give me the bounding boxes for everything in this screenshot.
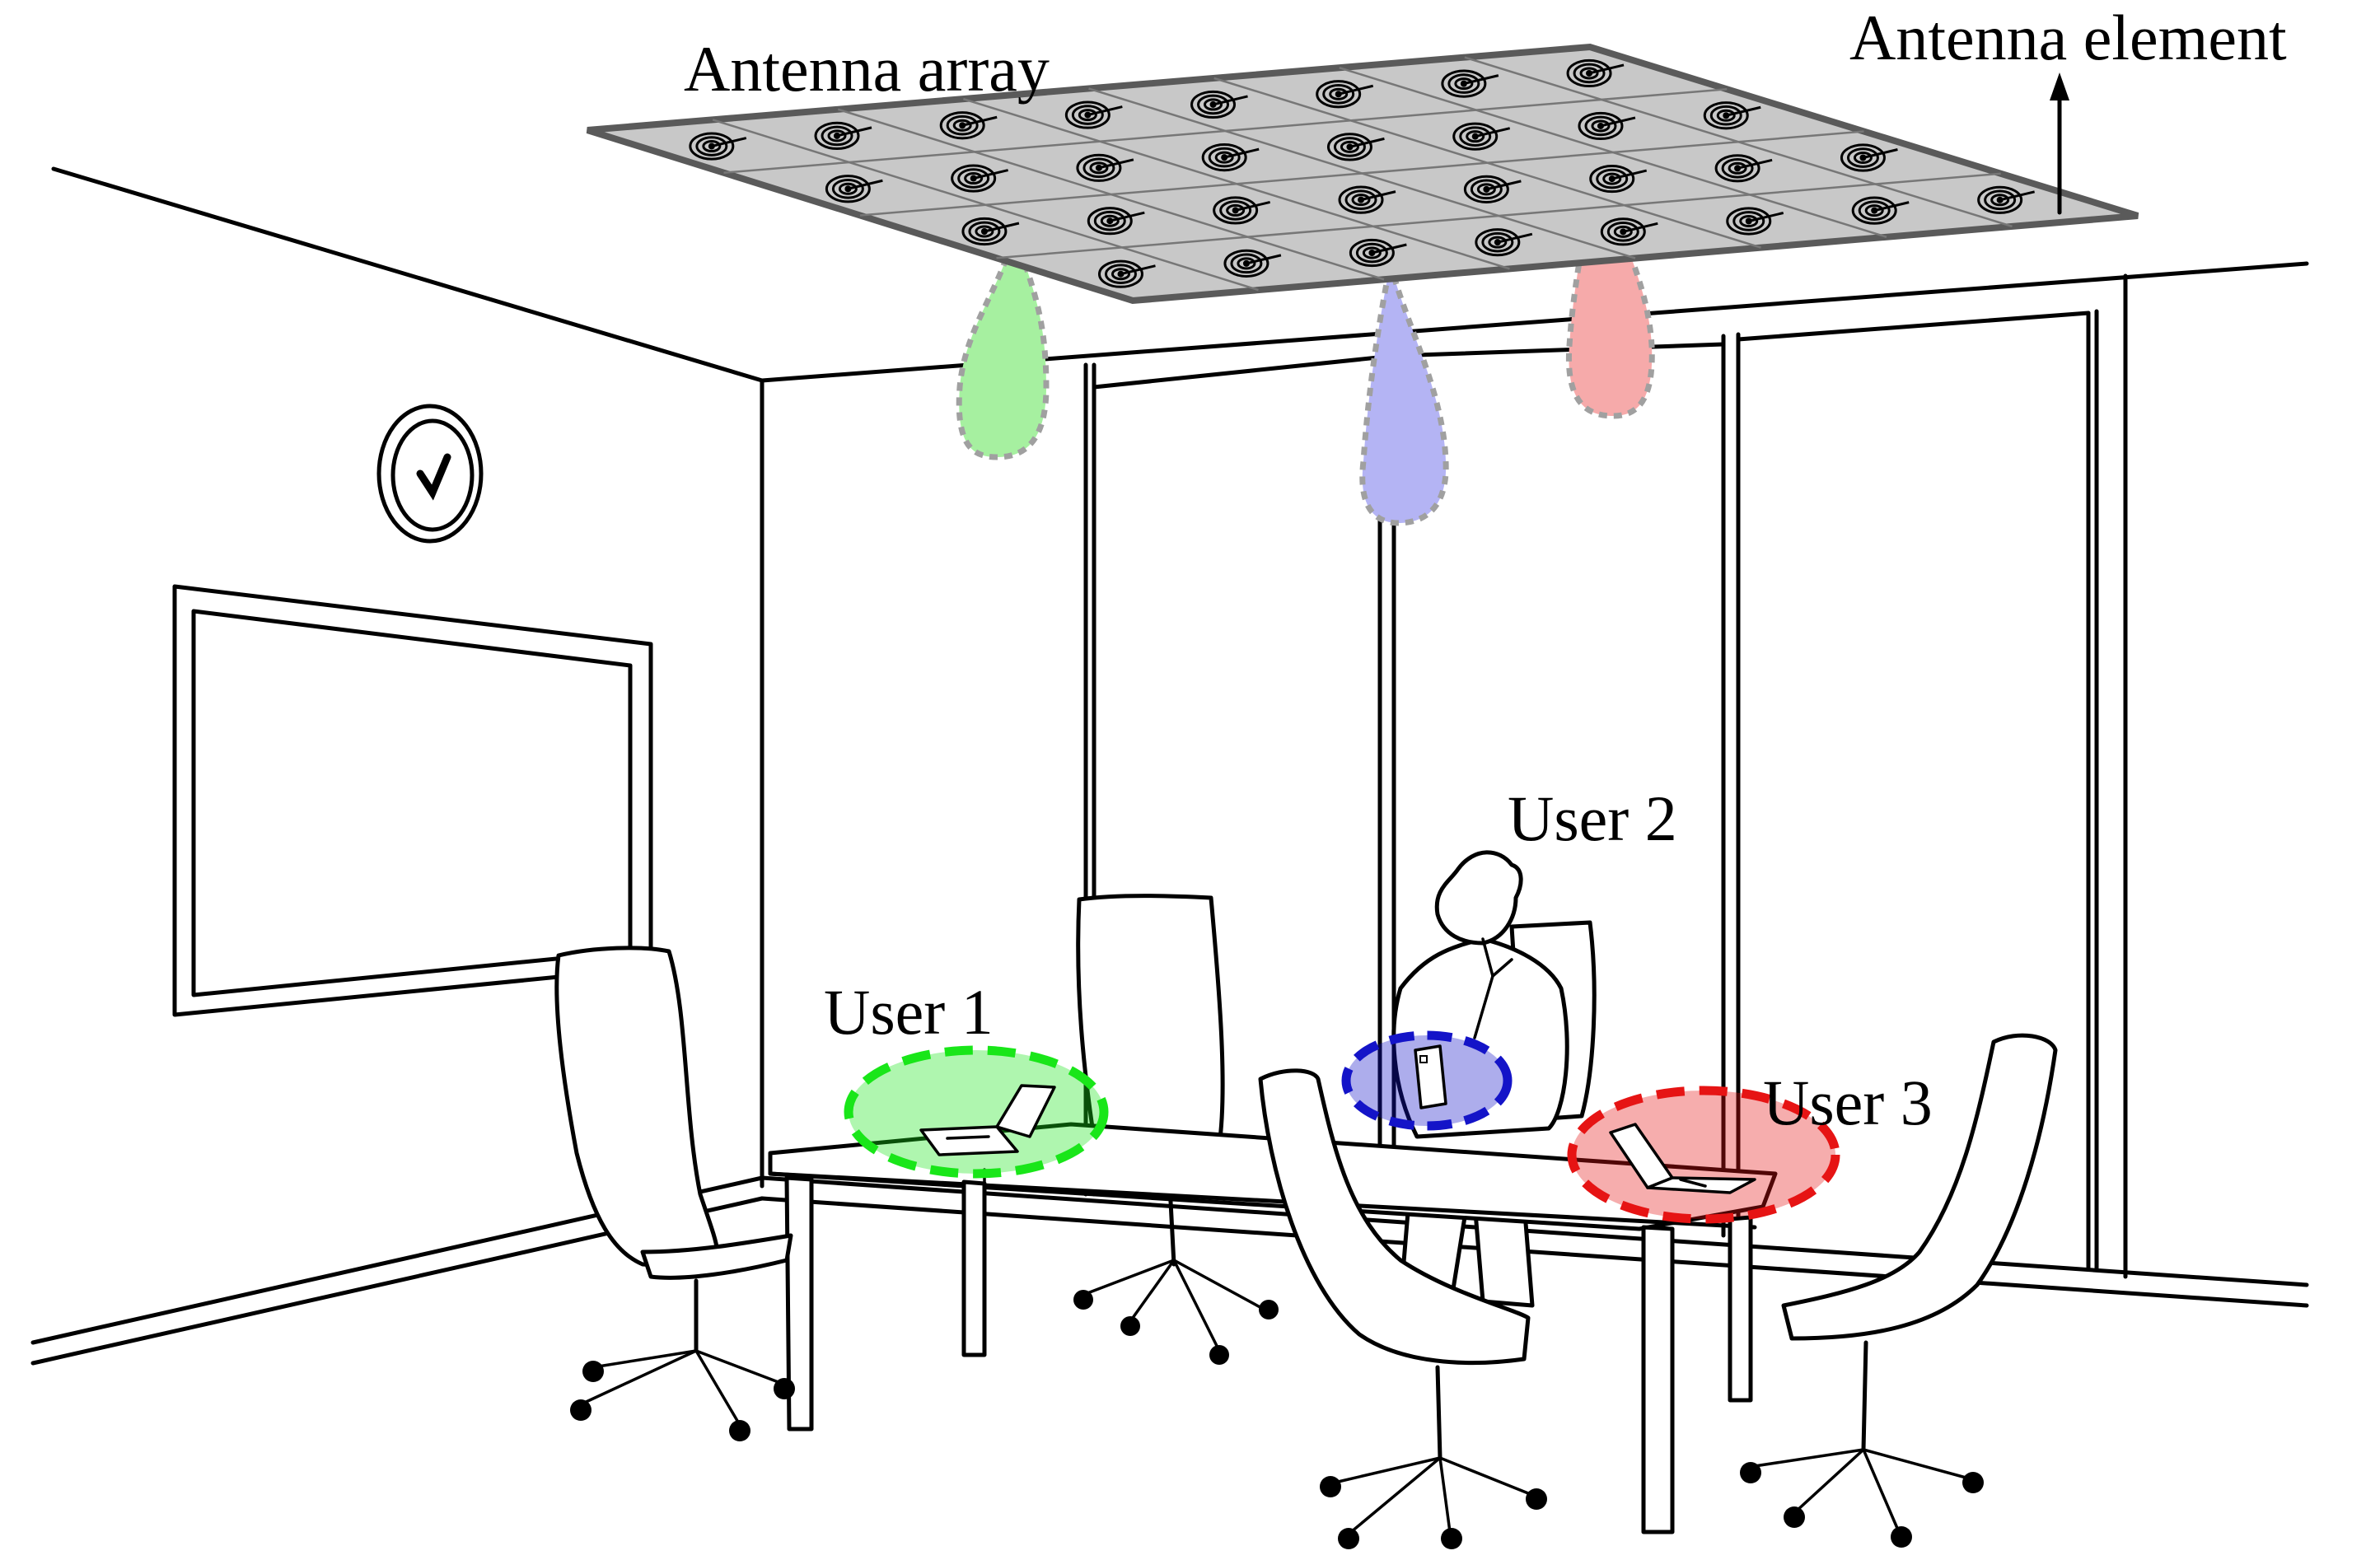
antenna-element-icon (1840, 143, 1898, 172)
antenna-element-icon (1578, 111, 1636, 141)
user3-label: User 3 (1763, 1067, 1933, 1138)
antenna-element-label: Antenna element (1849, 2, 2287, 73)
array-grid-line (723, 88, 1728, 174)
array-grid (712, 56, 2013, 292)
antenna-element-icon (1463, 175, 1522, 203)
table (768, 1122, 1778, 1534)
user1-zone (844, 1045, 1109, 1179)
chair-right (1740, 1033, 2058, 1548)
antenna-element-icon (939, 111, 998, 140)
antenna-element-icon (814, 121, 872, 150)
antenna-element-icon (1703, 101, 1761, 130)
antenna-element-icon (1349, 238, 1407, 268)
array-grid-line (996, 172, 2001, 259)
antenna-element-icon (1338, 185, 1396, 214)
antenna-element-icon (1441, 69, 1499, 98)
antenna-element-icon (1452, 122, 1511, 151)
antenna-element-icon (1213, 196, 1270, 225)
user1-label: User 1 (824, 976, 994, 1048)
chair-front-center (1258, 1068, 1547, 1549)
antenna-element-icon (1600, 217, 1658, 246)
laptop-icon (919, 1084, 1056, 1156)
antenna-element-icon (1475, 228, 1533, 257)
clock-icon (376, 404, 484, 544)
array-grid-line (859, 130, 1864, 217)
chair-back-center (1073, 894, 1279, 1365)
antenna-element-icon (1064, 100, 1123, 129)
phone-icon (1414, 1044, 1447, 1109)
antenna-element-icon (951, 164, 1008, 193)
chair-left (554, 946, 795, 1441)
antenna-element-icon (1201, 143, 1260, 172)
arrow-up-icon (2050, 72, 2069, 215)
antenna-element-icon (1097, 259, 1156, 288)
antenna-element-icon (1851, 196, 1910, 225)
antenna-element-icon (1076, 153, 1134, 182)
user2-zone (1341, 1030, 1513, 1131)
laptop-icon (1609, 1123, 1756, 1194)
antenna-array (586, 43, 2139, 305)
user3-zone (1567, 1086, 1840, 1224)
antenna-element-icon (1190, 90, 1248, 119)
antenna-array-label: Antenna array (684, 33, 1050, 105)
person-user2 (1391, 850, 1597, 1312)
antenna-element-icon (689, 132, 747, 161)
antenna-element-icon (1977, 185, 2035, 214)
beam-blue (1359, 261, 1449, 526)
antenna-element-icon (1223, 249, 1282, 278)
antenna-element-icon (1316, 80, 1374, 109)
antenna-element-icon (1326, 133, 1385, 161)
beam-green (956, 220, 1050, 460)
antenna-element-icon (825, 175, 883, 203)
antenna-element-icon (1566, 58, 1625, 88)
antenna-element-icon (1726, 207, 1784, 236)
antenna-element-icon (961, 217, 1020, 246)
antenna-element-icon (1087, 207, 1145, 236)
antenna-element-icon (1589, 164, 1648, 194)
user2-label: User 2 (1508, 782, 1677, 854)
antenna-element-icon (1714, 154, 1773, 183)
antenna-elements (689, 58, 2035, 288)
